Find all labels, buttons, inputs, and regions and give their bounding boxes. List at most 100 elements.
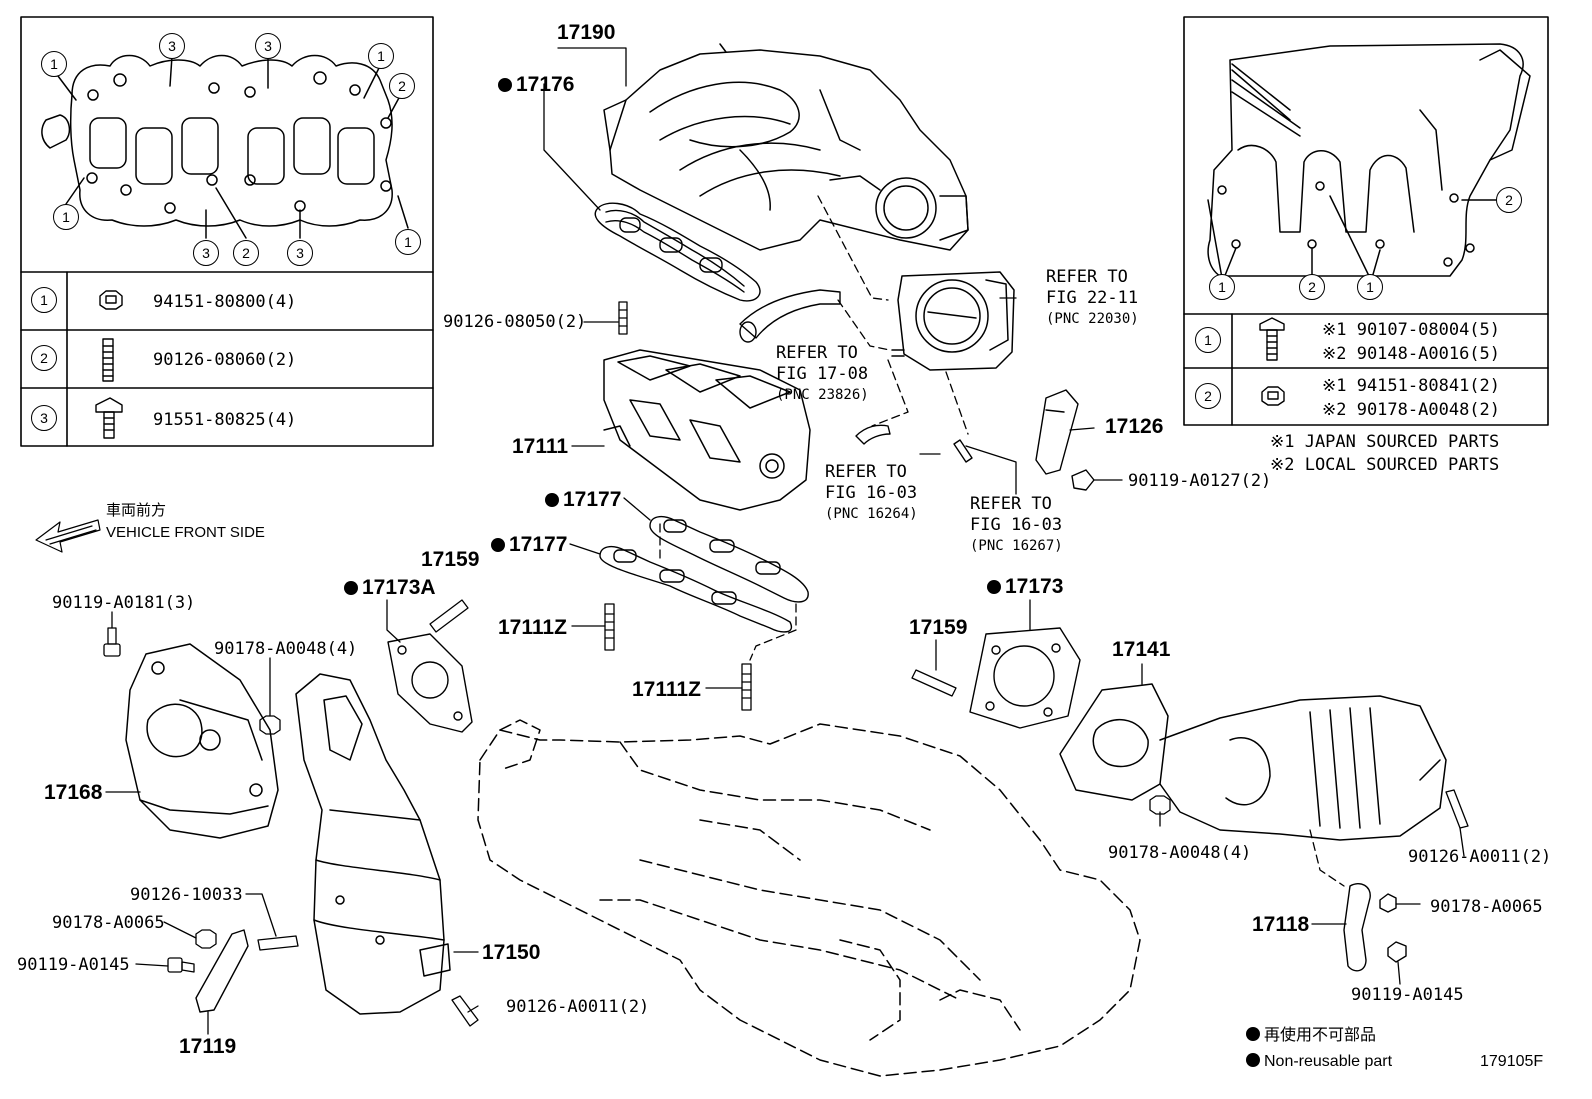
label-17159-a[interactable]: 17159	[421, 548, 480, 571]
label-90126-10033[interactable]: 90126-10033	[130, 885, 243, 905]
label-90119-a0145-b[interactable]: 90119-A0145	[1351, 985, 1464, 1005]
label-17168[interactable]: 17168	[44, 781, 103, 804]
right-row-1-line2[interactable]: ※2 90148-A0016(5)	[1322, 344, 1501, 364]
non-reusable-dot	[498, 78, 512, 92]
bolt-90119-a0145a	[167, 957, 195, 973]
right-row-key-1: 1	[1195, 327, 1221, 353]
small-hose-drawing	[855, 424, 973, 463]
bracket-17119	[195, 929, 249, 1013]
label-17126[interactable]: 17126	[1105, 415, 1164, 438]
right-row-2-line2[interactable]: ※2 90178-A0048(2)	[1322, 400, 1501, 420]
right-row-key-2: 2	[1195, 383, 1221, 409]
non-reusable-dot	[491, 538, 505, 552]
lower-intake-manifold-drawing	[603, 349, 811, 511]
stud-90126-a0011a	[451, 995, 479, 1027]
stud-icon	[102, 338, 114, 382]
upper-intake-manifold-drawing	[603, 43, 969, 251]
label-90178-a0065-a[interactable]: 90178-A0065	[52, 913, 165, 933]
row-part-2[interactable]: 90126-08060(2)	[153, 350, 297, 370]
callout-3-bottom-b: 3	[287, 240, 313, 266]
note-japan-sourced: ※1 JAPAN SOURCED PARTS	[1270, 432, 1500, 452]
row-key-3: 3	[31, 405, 57, 431]
nut-90178-a0048a	[259, 715, 281, 735]
label-90126-08050[interactable]: 90126-08050(2)	[443, 312, 587, 332]
legend-dot	[1246, 1053, 1260, 1067]
stud-17111za	[604, 603, 615, 651]
nut-icon-right	[1261, 386, 1285, 406]
label-17177-b[interactable]: 17177	[491, 534, 567, 556]
label-17111z-b[interactable]: 17111Z	[632, 678, 701, 701]
gasket-17177a-drawing	[649, 515, 809, 603]
engine-block-outline	[477, 719, 1141, 1077]
label-90126-a0011-a[interactable]: 90126-A0011(2)	[506, 997, 650, 1017]
label-90178-a0065-b[interactable]: 90178-A0065	[1430, 897, 1543, 917]
stud-90126-a0011b	[1445, 789, 1469, 829]
label-17119[interactable]: 17119	[179, 1035, 237, 1058]
callout-2-right: 2	[389, 73, 415, 99]
label-90178-a0048-b[interactable]: 90178-A0048(4)	[1108, 843, 1252, 863]
non-reusable-dot	[545, 493, 559, 507]
gasket-17177b-drawing	[599, 545, 793, 633]
label-17173[interactable]: 17173	[987, 576, 1063, 598]
manifold-inset-drawing	[1207, 43, 1531, 279]
gasket-17173-drawing	[969, 627, 1081, 729]
callout-2-bottom: 2	[233, 240, 259, 266]
sensor-17118	[1343, 882, 1407, 972]
exhaust-manifold-17141-drawing	[1059, 683, 1447, 841]
label-90119-a0127[interactable]: 90119-A0127(2)	[1128, 471, 1272, 491]
non-reusable-dot	[344, 581, 358, 595]
callout-1-top-right: 1	[368, 43, 394, 69]
converter-17150-drawing	[295, 673, 451, 1015]
label-17190[interactable]: 17190	[557, 21, 616, 44]
label-17159-b[interactable]: 17159	[909, 616, 968, 639]
right-row-2-line1[interactable]: ※1 94151-80841(2)	[1322, 376, 1501, 396]
left-inset-frame	[20, 16, 434, 447]
label-17177-a[interactable]: 17177	[545, 489, 621, 511]
label-90119-a0145-a[interactable]: 90119-A0145	[17, 955, 130, 975]
vehicle-front-jp: 車両前方	[106, 502, 167, 519]
label-17111[interactable]: 17111	[512, 435, 569, 458]
right-callout-2-b: 2	[1299, 274, 1325, 300]
label-17141[interactable]: 17141	[1112, 638, 1171, 661]
vehicle-front-en: VEHICLE FRONT SIDE	[106, 524, 265, 541]
gasket-17173a-drawing	[387, 633, 473, 733]
row-part-1[interactable]: 94151-80800(4)	[153, 292, 297, 312]
right-inset-frame	[1183, 16, 1549, 426]
callout-1-left: 1	[53, 204, 79, 230]
stud-90126-08050	[618, 301, 628, 335]
callout-3-bottom-a: 3	[193, 240, 219, 266]
heat-insulator-17168-drawing	[125, 643, 279, 839]
legend-en: Non-reusable part	[1246, 1053, 1392, 1071]
label-17150[interactable]: 17150	[482, 941, 541, 964]
legend-jp: 再使用不可部品	[1246, 1027, 1376, 1045]
right-row-1-line1[interactable]: ※1 90107-08004(5)	[1322, 320, 1501, 340]
label-17111z-a[interactable]: 17111Z	[498, 616, 567, 639]
leader-lines	[105, 47, 1465, 1035]
dashed-leaders	[659, 195, 1345, 887]
intake-gasket-drawing	[41, 54, 409, 239]
nut-90178-a0048b	[1149, 795, 1171, 815]
label-17173a[interactable]: 17173A	[344, 577, 436, 599]
callout-1-bottom-right: 1	[395, 229, 421, 255]
stud-17111zb	[741, 663, 752, 711]
label-90119-a0181[interactable]: 90119-A0181(3)	[52, 593, 196, 613]
row-key-2: 2	[31, 345, 57, 371]
row-key-1: 1	[31, 287, 57, 313]
right-callout-2: 2	[1496, 187, 1522, 213]
label-17176[interactable]: 17176	[498, 74, 574, 96]
label-90126-a0011-b[interactable]: 90126-A0011(2)	[1408, 847, 1552, 867]
stud-17159a	[429, 599, 469, 633]
intake-gasket-17176-drawing	[594, 202, 761, 302]
nut-90178-a0065a	[195, 929, 217, 949]
flange-bolt-icon-right	[1259, 317, 1285, 361]
label-17118[interactable]: 17118	[1252, 913, 1310, 936]
label-90178-a0048-a[interactable]: 90178-A0048(4)	[214, 639, 358, 659]
bracket-17126	[1035, 389, 1095, 491]
row-part-3[interactable]: 91551-80825(4)	[153, 410, 297, 430]
flange-bolt-icon	[95, 397, 123, 439]
